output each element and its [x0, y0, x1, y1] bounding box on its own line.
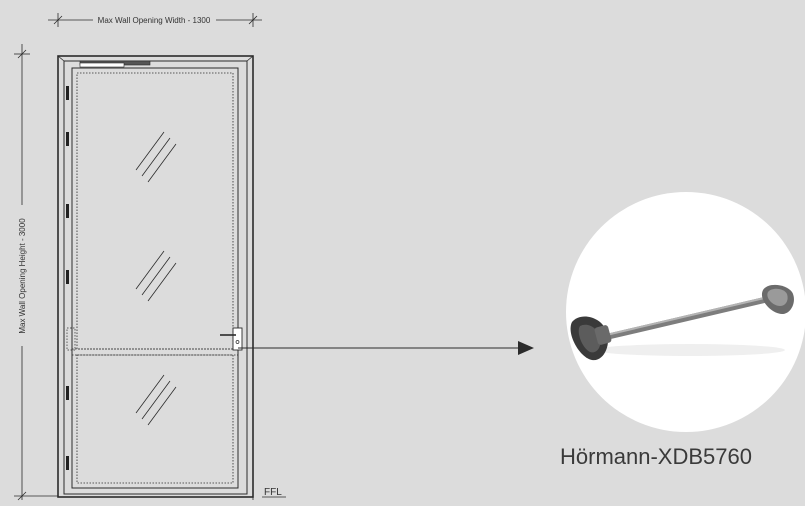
product-illustration [566, 192, 805, 432]
door-leaf [66, 67, 239, 489]
door-handle [220, 327, 243, 351]
height-dimension-label: Max Wall Opening Height - 3000 [18, 218, 27, 334]
glass-hatch-middle [135, 250, 177, 302]
floor-level-marker: FFL [252, 486, 286, 500]
width-dimension-label: Max Wall Opening Width - 1300 [98, 16, 211, 25]
product-circle [566, 192, 805, 432]
door-hinges [66, 86, 69, 470]
glass-hatch-bottom [135, 374, 177, 426]
upper-glazing-panel [76, 72, 234, 350]
floor-level-label: FFL [264, 487, 282, 498]
door-frame [57, 55, 254, 498]
width-dimension: Max Wall Opening Width - 1300 [48, 13, 262, 27]
height-dimension: Max Wall Opening Height - 3000 [14, 44, 58, 501]
lower-glazing-panel [76, 354, 234, 484]
glass-hatch-top [135, 131, 177, 183]
panic-bar-icon [570, 284, 794, 361]
glass-hatch-marks [135, 131, 177, 426]
leader-arrow [238, 341, 534, 355]
product-name-label: Hörmann-XDB5760 [560, 444, 752, 469]
arrow-head [518, 341, 534, 355]
